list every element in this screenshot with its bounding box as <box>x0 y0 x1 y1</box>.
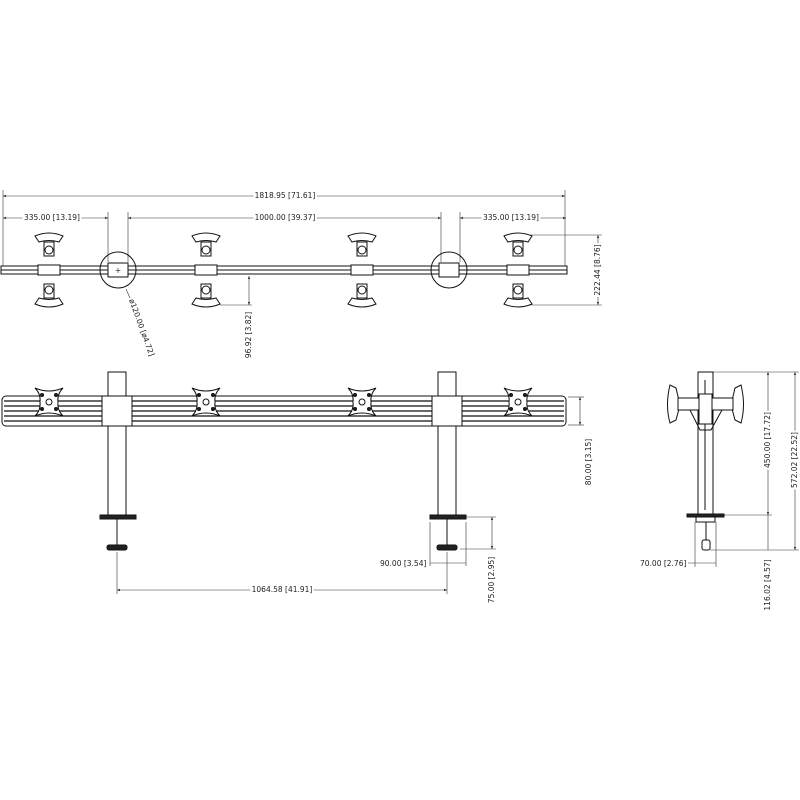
clamp-width-label: 90.00 [3.54] <box>380 559 426 568</box>
top-view: 1818.95 [71.61] 335.00 [13.19] 1000.00 [… <box>0 189 604 358</box>
post <box>437 371 457 518</box>
post-spacing-label: 1064.58 [41.91] <box>252 585 313 594</box>
side-view: 450.00 [17.72] 572.02 [22.52] 116.02 [4.… <box>640 371 800 611</box>
mount-height-label: 222.44 [8.76] <box>593 244 602 295</box>
post-height-label: 450.00 [17.72] <box>763 412 772 468</box>
total-height-label: 572.02 [22.52] <box>790 432 799 488</box>
left-spacing-label: 335.00 [13.19] <box>24 213 80 222</box>
front-view: 80.00 [3.15] 90.00 [3.54] 75.00 [2.95] 1… <box>1 371 593 603</box>
clamp-height-label: 116.02 [4.57] <box>763 559 772 610</box>
right-spacing-label: 335.00 [13.19] <box>483 213 539 222</box>
svg-text:+: + <box>115 266 121 275</box>
bar-height-label: 80.00 [3.15] <box>584 439 593 485</box>
post-diameter-label: ø120.00 [ø4.72] <box>127 298 156 358</box>
post-circle <box>99 251 137 289</box>
post-circle <box>430 251 468 289</box>
overall-width-label: 1818.95 [71.61] <box>255 191 316 200</box>
mount-offset-label: 96.92 [3.82] <box>244 312 253 358</box>
base-width-label: 70.00 [2.76] <box>640 559 686 568</box>
center-spacing-label: 1000.00 [39.37] <box>255 213 316 222</box>
clamp-depth-label: 75.00 [2.95] <box>487 557 496 603</box>
post <box>107 371 127 518</box>
